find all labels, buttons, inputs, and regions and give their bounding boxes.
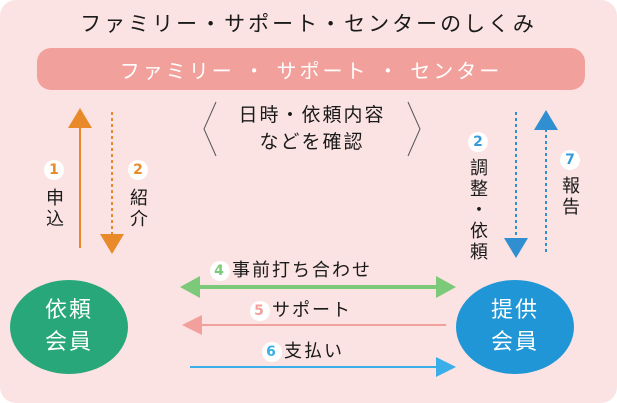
support-arrowhead — [182, 315, 202, 335]
report-arrowhead — [534, 110, 558, 130]
step-1-badge: 1 — [44, 160, 64, 180]
step-2-badge-right: 2 — [468, 132, 488, 152]
coordinate-arrowhead — [504, 238, 528, 258]
provider-node-line-2: 会員 — [490, 330, 539, 355]
center-bar — [37, 48, 585, 90]
meeting-arrowhead-left — [180, 276, 200, 298]
apply-arrowhead — [68, 108, 92, 128]
introduce-label: 紹介 — [127, 188, 148, 230]
page-title: ファミリー・サポート・センターのしくみ — [80, 12, 537, 36]
confirm-line-2: などを確認 — [259, 131, 365, 153]
confirm-bracket-right — [407, 101, 421, 157]
coordinate-label: 調整・依頼 — [467, 158, 488, 263]
apply-label: 申込 — [43, 188, 64, 230]
step-6-text: 支払い — [284, 341, 344, 362]
client-node-line-1: 依頼 — [44, 298, 93, 323]
step-5-badge: 5 — [250, 301, 270, 321]
step-2-badge-left: 2 — [128, 160, 148, 180]
provider-node-line-1: 提供 — [490, 298, 539, 323]
center-label: ファミリー ・ サポート ・ センター — [119, 59, 503, 83]
step-4-text: 事前打ち合わせ — [232, 260, 372, 281]
confirm-bracket-left — [203, 101, 217, 157]
confirm-line-1: 日時・依頼内容 — [238, 104, 386, 126]
client-node-line-2: 会員 — [44, 330, 93, 355]
confirm-text: 日時・依頼内容 などを確認 — [212, 102, 412, 156]
meeting-arrowhead-right — [436, 276, 456, 298]
step-6-badge: 6 — [262, 342, 282, 362]
client-member-node: 依頼 会員 — [10, 280, 128, 374]
step-5-text: サポート — [272, 300, 352, 321]
provider-member-node: 提供 会員 — [456, 280, 574, 374]
introduce-arrowhead — [100, 234, 124, 254]
step-4-badge: 4 — [210, 261, 230, 281]
payment-arrowhead — [436, 357, 456, 377]
step-7-badge: 7 — [560, 150, 580, 170]
report-label: 報告 — [559, 176, 580, 218]
